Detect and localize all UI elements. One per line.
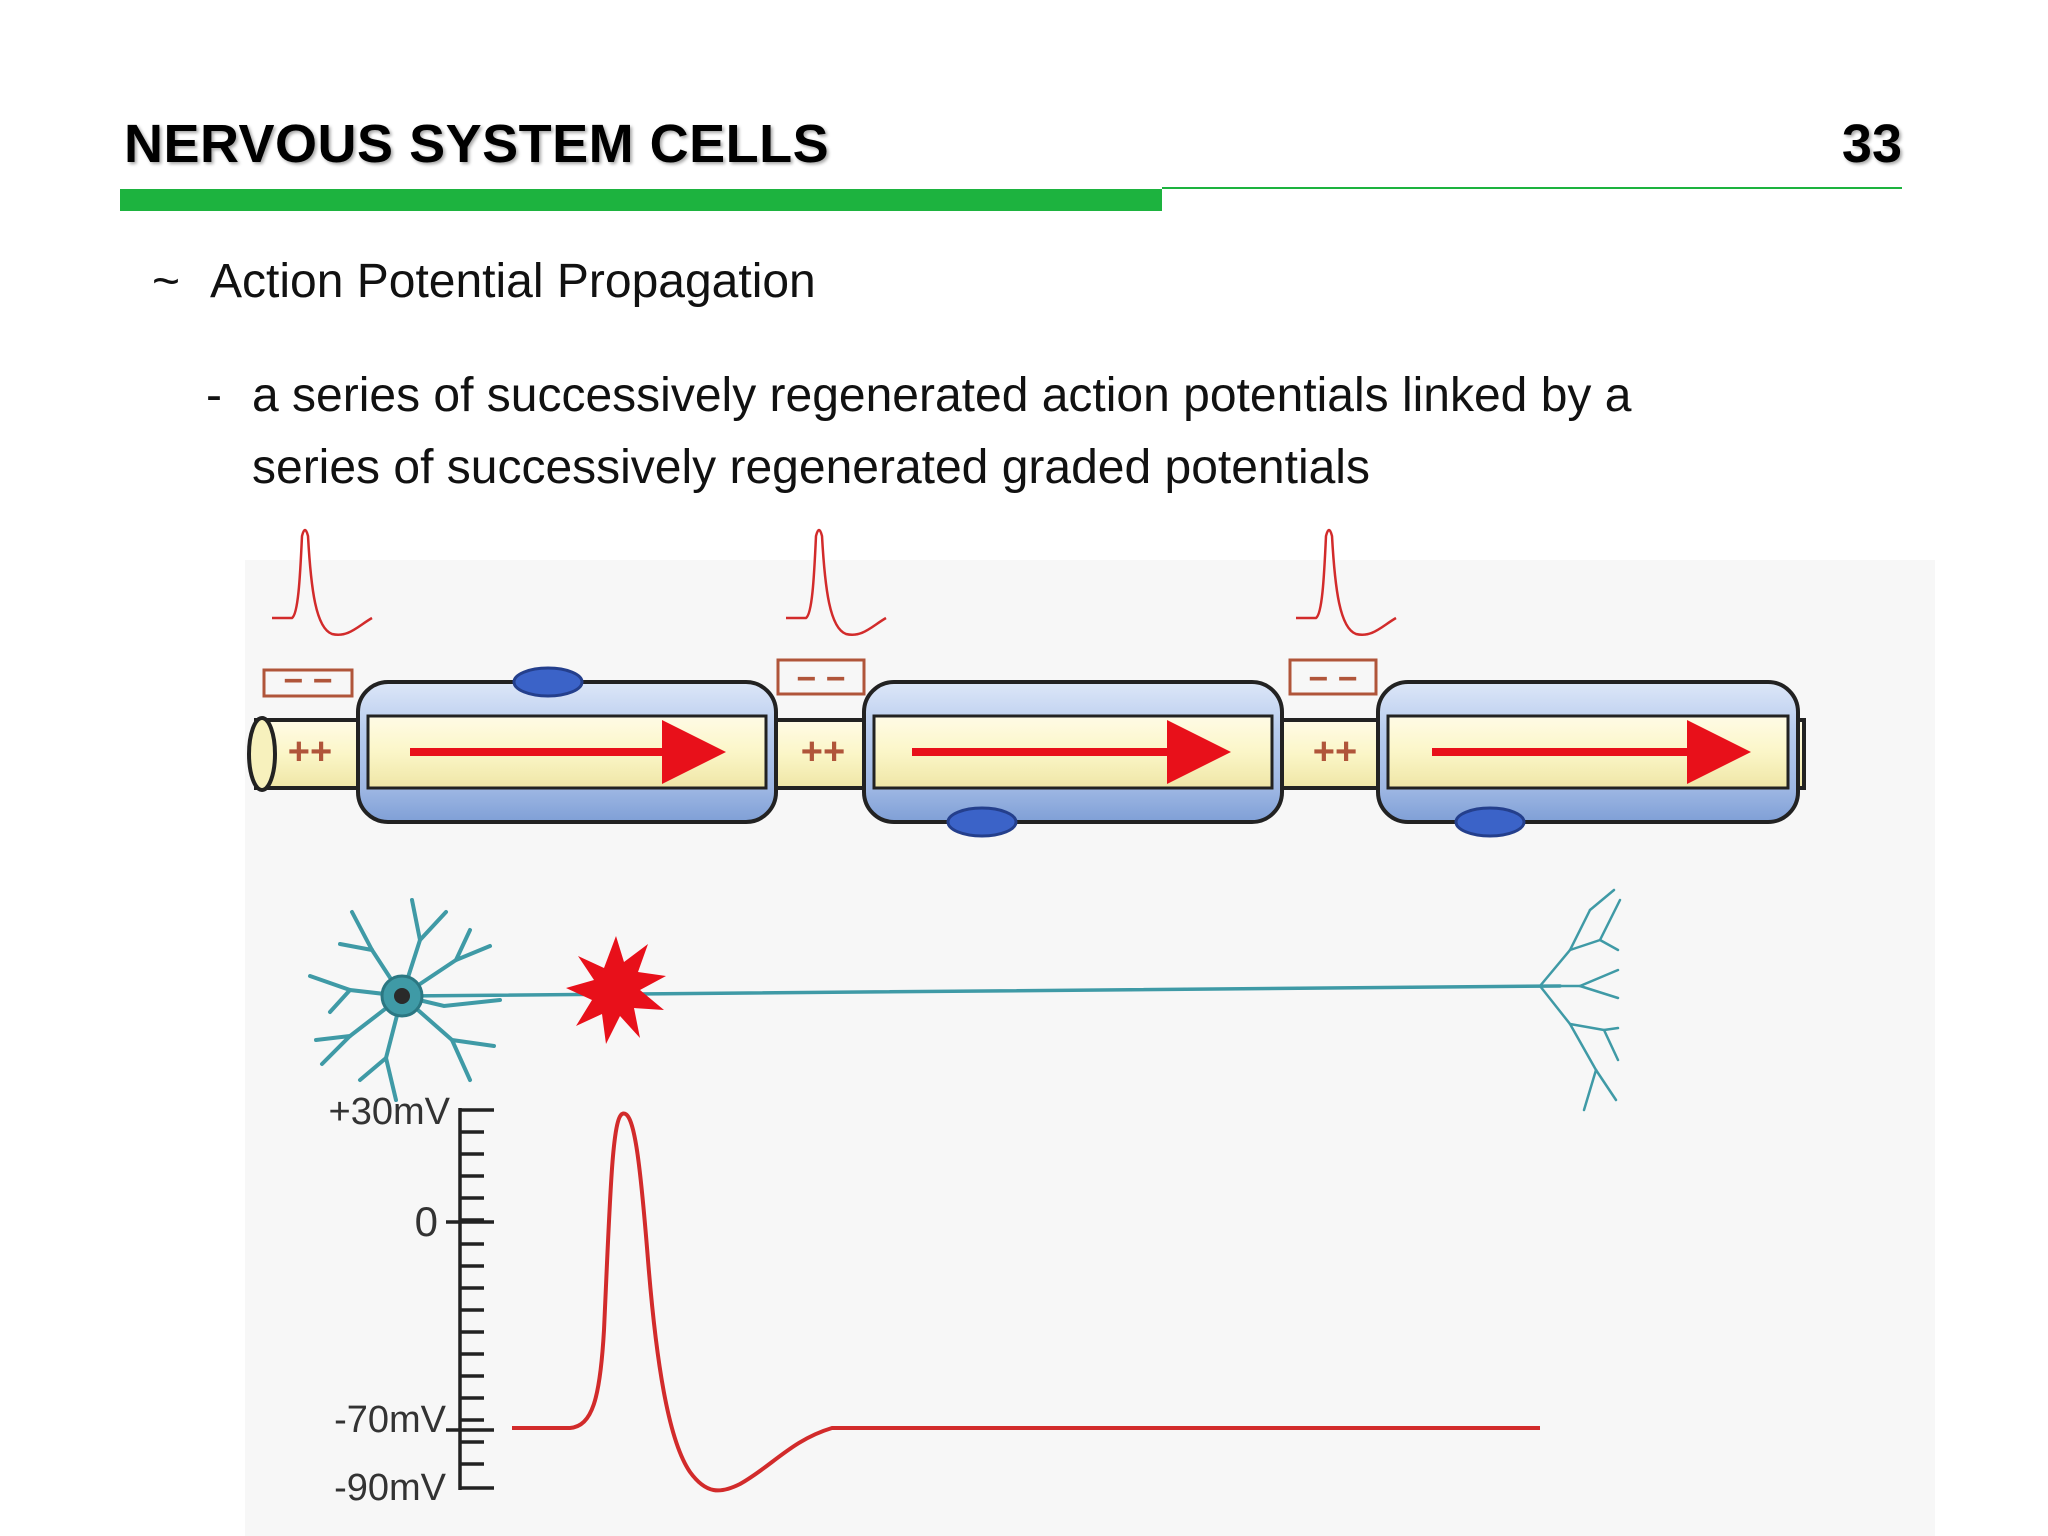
neuron-nucleus [394,988,410,1004]
node-spike-2 [786,528,887,637]
schwann-nucleus-2 [946,806,1018,838]
bullet-heading: ~ Action Potential Propagation [152,252,816,312]
voltage-scale [446,1108,494,1490]
axon-cut-end [247,716,277,792]
schwann-nucleus-3 [1454,806,1526,838]
sub-bullet-text: a series of successively regenerated act… [252,369,1632,494]
axon-core [254,718,1806,790]
neuron-soma [380,974,424,1018]
myelinated-axon: − − ++ − − ++ − − ++ [247,528,1806,838]
tick-label-plus30: +30mV [329,1091,451,1133]
bullet-marker: ~ [152,255,181,308]
axon-terminals [1538,888,1622,1112]
node-3-positive-label: ++ [1313,731,1357,773]
bullet-heading-text: Action Potential Propagation [210,255,816,308]
node-of-ranvier-1: − − ++ [262,662,354,773]
tick-label-zero: 0 [415,1198,438,1245]
node-spike-3 [1296,528,1397,637]
slide-number: 33 [1841,114,1902,174]
sub-bullet: - a series of successively regenerated a… [206,360,1766,504]
title-underline-thick [120,189,1162,211]
dendrites [308,898,502,1102]
neuron-axon [400,984,1562,998]
node-2-positive-label: ++ [801,731,845,773]
myelin-sheath-1 [356,666,778,824]
stimulus-burst-icon [566,936,666,1044]
node-of-ranvier-2: − − ++ [776,658,866,773]
myelin-sheath-2 [862,680,1284,838]
neuron [308,888,1622,1112]
node-1-negative-label: − − [283,662,332,700]
node-3-negative-label: − − [1308,660,1357,698]
schwann-nucleus-1 [512,666,584,698]
node-1-positive-label: ++ [288,731,332,773]
myelin-sheath-3 [1376,680,1800,838]
action-potential-trace [512,1111,1540,1493]
node-of-ranvier-3: − − ++ [1288,658,1378,773]
tick-label-minus70: -70mV [334,1399,447,1441]
title-underline-thin [1162,187,1902,189]
slide-title: NERVOUS SYSTEM CELLS [124,114,830,174]
node-2-negative-label: − − [796,660,845,698]
sub-bullet-marker: - [206,369,222,422]
node-spike-1 [272,528,373,637]
figure-background [245,560,1935,1536]
tick-label-minus90: -90mV [334,1467,447,1509]
